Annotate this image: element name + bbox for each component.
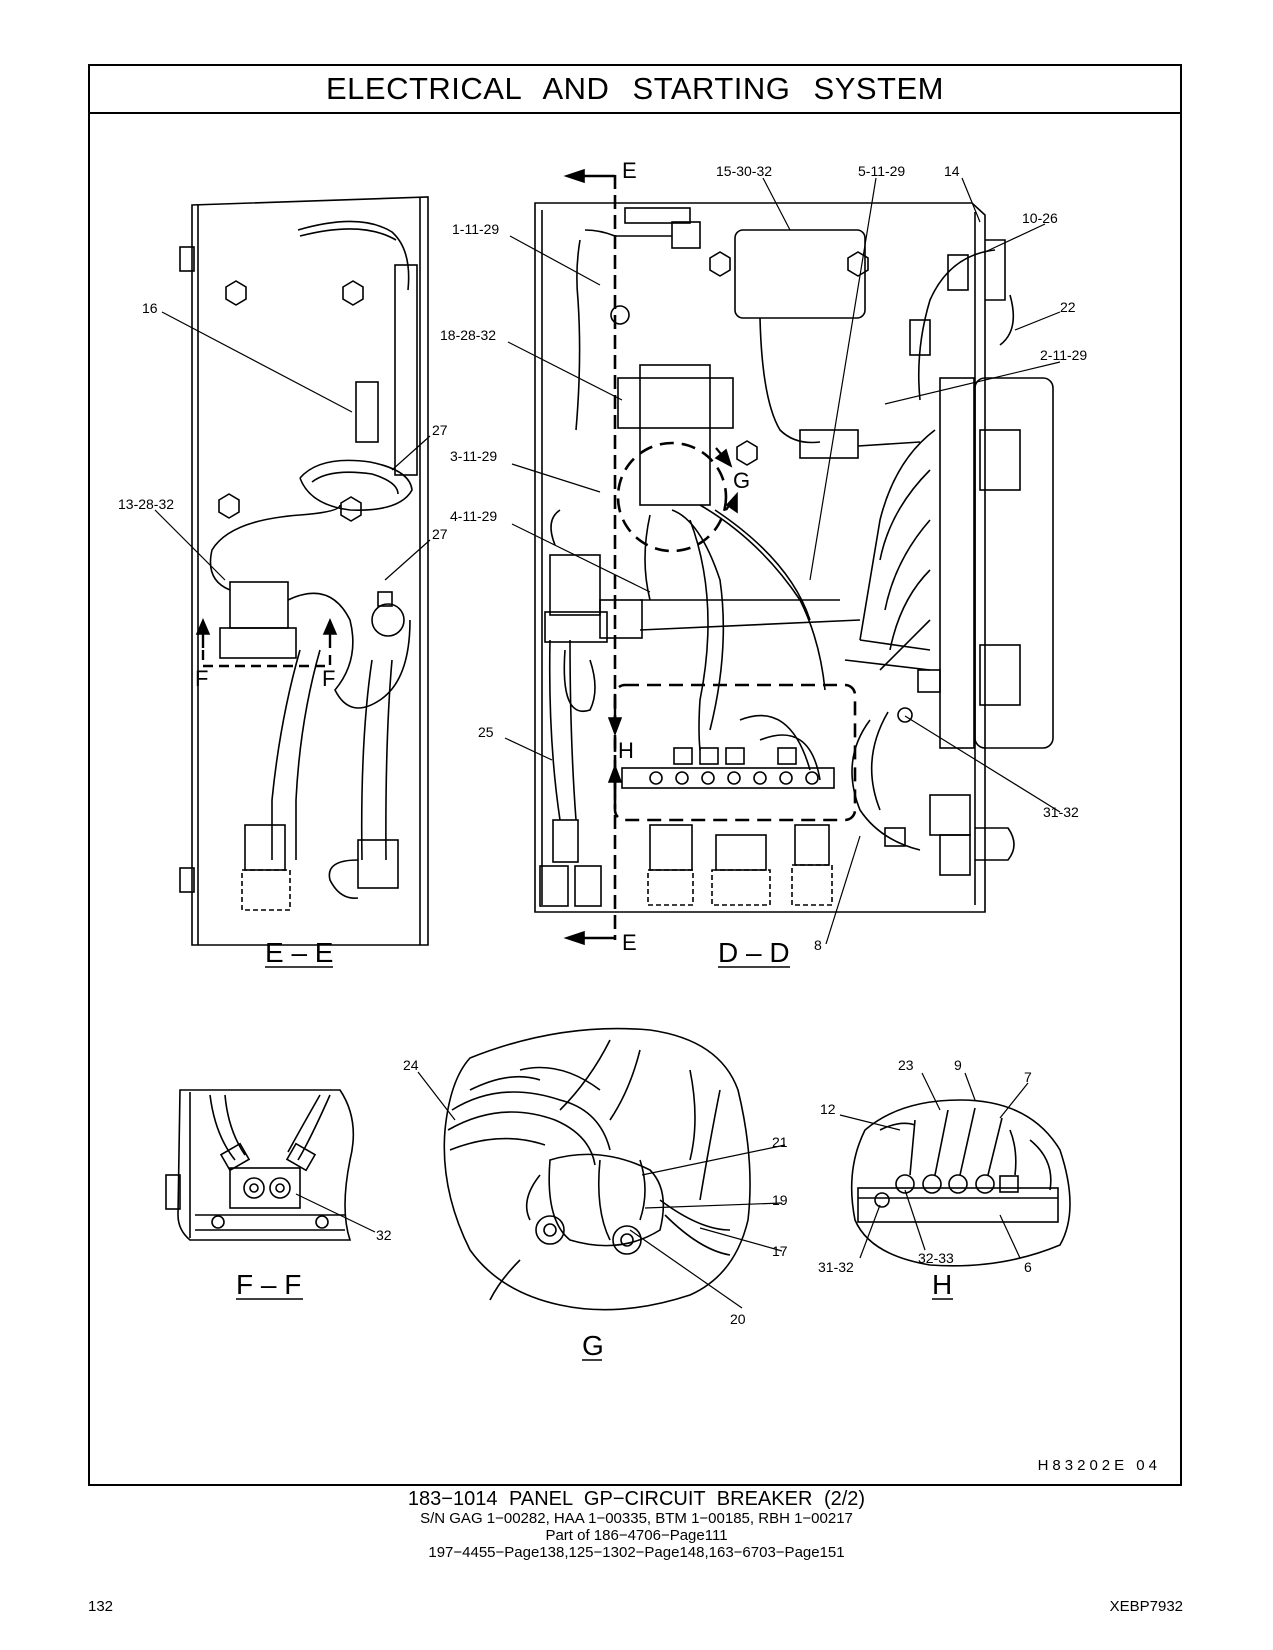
callout-h-32-33: 32-33 [918, 1250, 954, 1266]
page-title: ELECTRICAL AND STARTING SYSTEM [90, 66, 1180, 114]
callout-ee-27a: 27 [432, 422, 448, 438]
leader-lines [154, 177, 1061, 1309]
callout-g-19: 19 [772, 1192, 788, 1208]
callout-h-23: 23 [898, 1057, 914, 1073]
caption-part-of: Part of 186−4706−Page111 [545, 1527, 728, 1544]
view-ff-drawing [165, 1089, 355, 1241]
callout-ee-16: 16 [142, 300, 158, 316]
caption-serials: S/N GAG 1−00282, HAA 1−00335, BTM 1−0018… [420, 1510, 853, 1527]
callout-dd-8: 8 [814, 937, 822, 953]
callout-dd-14: 14 [944, 163, 960, 179]
callout-dd-10-26: 10-26 [1022, 210, 1058, 226]
view-label-ff: F – F [236, 1269, 301, 1300]
callout-h-7: 7 [1024, 1069, 1032, 1085]
diagram-frame: ELECTRICAL AND STARTING SYSTEM [88, 64, 1182, 1486]
view-dd-drawing [534, 168, 1054, 946]
page-number: 132 [88, 1598, 114, 1615]
callout-dd-3-11-29: 3-11-29 [450, 448, 497, 464]
view-label-h: H [932, 1269, 952, 1300]
callout-g-20: 20 [730, 1311, 746, 1327]
callout-dd-18-28-32: 18-28-32 [440, 327, 496, 343]
section-marker-f-right: F [322, 666, 335, 691]
callout-ee-27b: 27 [432, 526, 448, 542]
caption-title: 183−1014 PANEL GP−CIRCUIT BREAKER (2/2) [407, 1488, 866, 1510]
section-marker-e-top: E [622, 158, 637, 183]
callout-dd-1-11-29: 1-11-29 [452, 221, 499, 237]
callout-h-9: 9 [954, 1057, 962, 1073]
callout-dd-5-11-29: 5-11-29 [858, 163, 905, 179]
callout-g-21: 21 [772, 1134, 788, 1150]
callout-dd-4-11-29: 4-11-29 [450, 508, 497, 524]
callout-dd-22: 22 [1060, 299, 1076, 315]
view-h-drawing [850, 1099, 1071, 1267]
callout-h-12: 12 [820, 1101, 836, 1117]
callout-dd-25: 25 [478, 724, 494, 740]
view-g-drawing [443, 1027, 751, 1311]
section-marker-f-left: F [195, 666, 208, 691]
document-code: XEBP7932 [1109, 1598, 1183, 1615]
callout-g-17: 17 [772, 1243, 788, 1259]
callout-h-31-32: 31-32 [818, 1259, 854, 1275]
view-ee-drawing [179, 196, 429, 946]
view-label-g: G [582, 1330, 604, 1361]
callout-dd-2-11-29: 2-11-29 [1040, 347, 1087, 363]
view-label-ee: E – E [265, 937, 333, 968]
callout-h-6: 6 [1024, 1259, 1032, 1275]
figure-caption: 183−1014 PANEL GP−CIRCUIT BREAKER (2/2) … [0, 1488, 1273, 1561]
view-label-dd: D – D [718, 937, 790, 968]
callout-ee-13-28-32: 13-28-32 [118, 496, 174, 512]
section-marker-e-bottom: E [622, 930, 637, 955]
caption-references: 197−4455−Page138,125−1302−Page148,163−67… [428, 1544, 845, 1561]
drawing-code: H83202E 04 [1037, 1457, 1161, 1474]
callout-dd-15-30-32: 15-30-32 [716, 163, 772, 179]
callout-dd-31-32: 31-32 [1043, 804, 1079, 820]
callout-ff-32: 32 [376, 1227, 392, 1243]
callout-g-24: 24 [403, 1057, 419, 1073]
section-marker-g: G [733, 468, 750, 493]
section-marker-h: H [618, 738, 634, 763]
